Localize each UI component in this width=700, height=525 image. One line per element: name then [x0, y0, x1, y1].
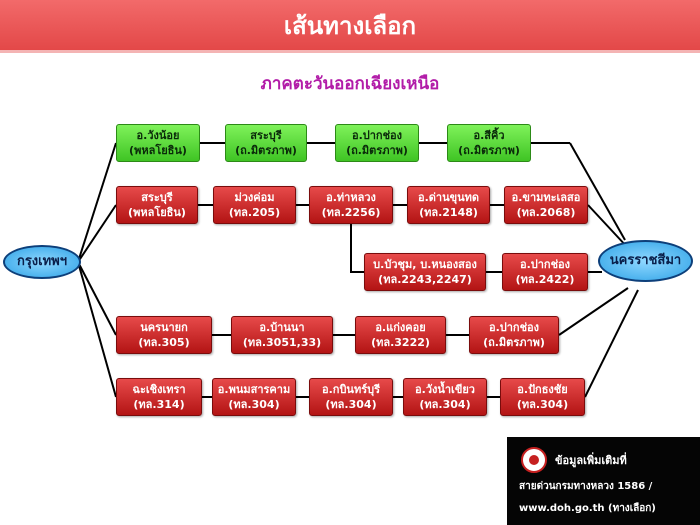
route5-node-wang-nam-khiao: อ.วังน้ำเขียว(ทล.304): [403, 378, 487, 416]
destination-node: นครราชสีมา: [598, 240, 693, 282]
info-hotline: สายด่วนกรมทางหลวง 1586 /: [519, 481, 653, 492]
route1-node-sikhio: อ.สีคิ้ว(ถ.มิตรภาพ): [447, 124, 531, 162]
route2-node-dan-khun-thot: อ.ด่านขุนทด(ทล.2148): [407, 186, 490, 224]
route5-node-pak-thong-chai: อ.ปักธงชัย(ทล.304): [500, 378, 585, 416]
link-origin-route2: [77, 204, 117, 263]
route4-node-kaeng-khoi: อ.แก่งคอย(ทล.3222): [355, 316, 446, 354]
info-box: ข้อมูลเพิ่มเติมที่ สายด่วนกรมทางหลวง 158…: [507, 437, 700, 525]
branch-node-bua-chum: บ.บัวชุม, บ.หนองสอง(ทล.2243,2247): [364, 253, 486, 291]
route5-node-phanom-sarakham: อ.พนมสารคาม(ทล.304): [212, 378, 296, 416]
route2-node-tha-luang: อ.ท่าหลวง(ทล.2256): [309, 186, 393, 224]
link-r2-dest: [587, 204, 629, 249]
page-title: เส้นทางเลือก: [283, 12, 417, 40]
route2-node-kham-thale-so: อ.ขามทะเลสอ(ทล.2068): [504, 186, 588, 224]
link-branch: [350, 218, 364, 273]
link-origin-route1: [77, 142, 117, 263]
link-r4-dest: [558, 287, 629, 336]
route1-node-saraburi: สระบุรี(ถ.มิตรภาพ): [225, 124, 307, 162]
route1-node-wang-noi: อ.วังน้อย(พหลโยธิน): [116, 124, 200, 162]
route5-node-chachoengsao: ฉะเชิงเทรา(ทล.314): [116, 378, 202, 416]
route4-node-pak-chong: อ.ปากช่อง(ถ.มิตรภาพ): [469, 316, 559, 354]
branch-node-pak-chong: อ.ปากช่อง(ทล.2422): [502, 253, 588, 291]
link-origin-route4: [77, 261, 117, 336]
doh-seal-icon: [521, 447, 547, 473]
link-r5-dest: [584, 289, 639, 398]
link-r1-dest: [569, 142, 626, 241]
link-origin-route5: [77, 261, 117, 398]
origin-node: กรุงเทพฯ: [3, 245, 81, 279]
route2-node-muak-khom: ม่วงค่อม(ทล.205): [213, 186, 296, 224]
route4-node-ban-na: อ.บ้านนา(ทล.3051,33): [231, 316, 333, 354]
info-website: www.doh.go.th (ทางเลือก): [519, 503, 656, 514]
route5-node-kabin-buri: อ.กบินทร์บุรี(ทล.304): [309, 378, 393, 416]
route1-node-pak-chong: อ.ปากช่อง(ถ.มิตรภาพ): [335, 124, 419, 162]
route2-node-saraburi: สระบุรี(พหลโยธิน): [116, 186, 198, 224]
title-divider: [0, 50, 700, 53]
info-title: ข้อมูลเพิ่มเติมที่: [555, 454, 627, 467]
region-subtitle: ภาคตะวันออกเฉียงเหนือ: [260, 74, 440, 94]
route4-node-nakhon-nayok: นครนายก(ทล.305): [116, 316, 212, 354]
title-bar: เส้นทางเลือก: [0, 0, 700, 50]
